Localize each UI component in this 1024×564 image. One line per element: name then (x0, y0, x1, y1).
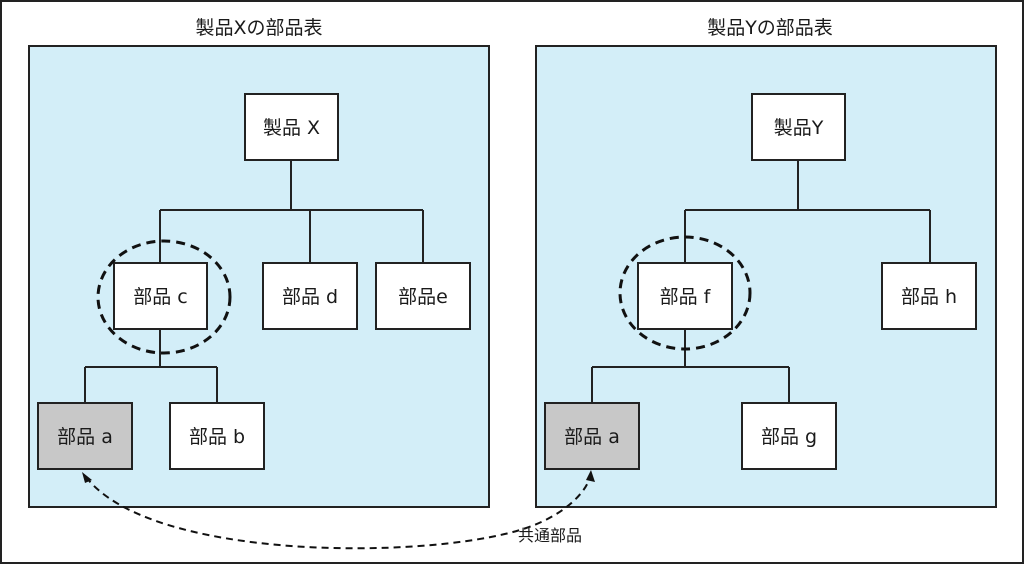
node-box-shared (37, 402, 133, 470)
node-label: 部品 a (564, 426, 620, 448)
node-label: 部品e (398, 286, 448, 308)
node-part-a-shared-x[interactable]: 部品 a (37, 402, 133, 470)
node-box-shared (544, 402, 640, 470)
node-label: 部品 g (761, 426, 817, 448)
node-label: 部品 a (57, 426, 113, 448)
node-part-e[interactable]: 部品e (375, 262, 471, 330)
node-part-c[interactable]: 部品 c (113, 262, 208, 330)
node-label: 部品 d (282, 286, 338, 308)
node-box (113, 262, 208, 330)
node-box (375, 262, 471, 330)
node-part-a-shared-y[interactable]: 部品 a (544, 402, 640, 470)
node-box (262, 262, 358, 330)
shared-part-connector: 共通部品 (82, 470, 595, 550)
node-box (751, 93, 846, 161)
node-box (169, 402, 265, 470)
node-part-g[interactable]: 部品 g (741, 402, 837, 470)
node-box (881, 262, 977, 330)
node-box (244, 93, 339, 161)
connector-label: 共通部品 (518, 526, 582, 545)
highlight-ellipse-part-c (96, 239, 232, 355)
node-label: 部品 c (133, 286, 188, 308)
arrowhead-left-icon (82, 472, 92, 483)
node-label: 部品 b (189, 426, 245, 448)
panel-product-x: 製品Xの部品表 製品 X 部品 c 部品 d (28, 17, 490, 508)
node-part-h[interactable]: 部品 h (881, 262, 977, 330)
highlight-ellipse-part-f (618, 235, 752, 351)
dashed-curve (85, 476, 591, 550)
node-part-d[interactable]: 部品 d (262, 262, 358, 330)
node-label: 部品 f (660, 286, 712, 308)
panel-product-y: 製品Yの部品表 製品Y 部品 f 部品 h 部品 a (535, 17, 997, 508)
arrowhead-right-icon (586, 470, 595, 482)
tree-edges-x (84, 160, 424, 403)
node-product-y[interactable]: 製品Y (751, 93, 846, 161)
node-box (741, 402, 837, 470)
panel-title-y: 製品Yの部品表 (707, 17, 833, 39)
node-part-b[interactable]: 部品 b (169, 402, 265, 470)
node-part-f[interactable]: 部品 f (637, 262, 733, 330)
node-box (637, 262, 733, 330)
node-product-x[interactable]: 製品 X (244, 93, 339, 161)
node-label: 部品 h (901, 286, 957, 308)
node-label: 製品 X (263, 117, 320, 139)
panel-title-x: 製品Xの部品表 (195, 17, 322, 39)
node-label: 製品Y (774, 117, 824, 139)
